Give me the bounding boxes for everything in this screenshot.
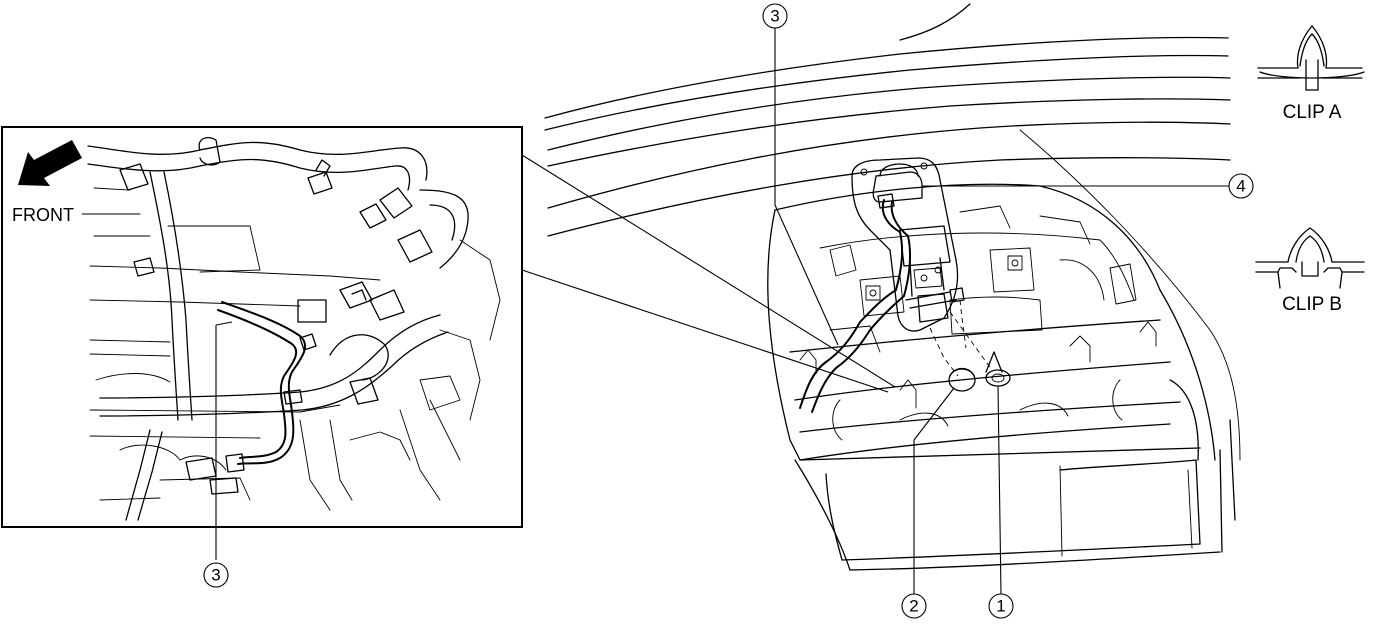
inset-harness-drawing xyxy=(87,136,501,521)
inset-callout-3-number: 3 xyxy=(211,566,220,585)
front-label: FRONT xyxy=(12,205,74,225)
main-vehicle-drawing xyxy=(544,3,1241,571)
inset-callout-3-circle xyxy=(203,562,229,588)
zoom-line-top xyxy=(521,154,896,388)
clip-b-label: CLIP B xyxy=(1282,294,1342,315)
zoom-line-bottom xyxy=(521,269,889,393)
detail-inset: FRONT xyxy=(1,126,523,588)
clip-a-label: CLIP A xyxy=(1283,102,1342,123)
main-callout-4-number: 4 xyxy=(1236,177,1245,196)
clip-a-legend: CLIP A xyxy=(1257,25,1365,123)
clip-b-legend: CLIP B xyxy=(1255,227,1365,315)
main-callout-2-number: 2 xyxy=(909,597,918,616)
clip-a-icon xyxy=(1257,25,1363,69)
front-arrow-icon xyxy=(18,140,82,186)
main-callout-3: 3 xyxy=(762,3,839,346)
main-callout-3-number: 3 xyxy=(770,7,779,26)
clip-a-part-1 xyxy=(985,351,1003,373)
main-callout-4: 4 xyxy=(922,173,1254,199)
main-callout-1: 1 xyxy=(988,385,1014,619)
main-callout-1-number: 1 xyxy=(996,597,1005,616)
main-callout-2: 2 xyxy=(901,387,955,619)
clip-b-icon xyxy=(1255,227,1365,263)
